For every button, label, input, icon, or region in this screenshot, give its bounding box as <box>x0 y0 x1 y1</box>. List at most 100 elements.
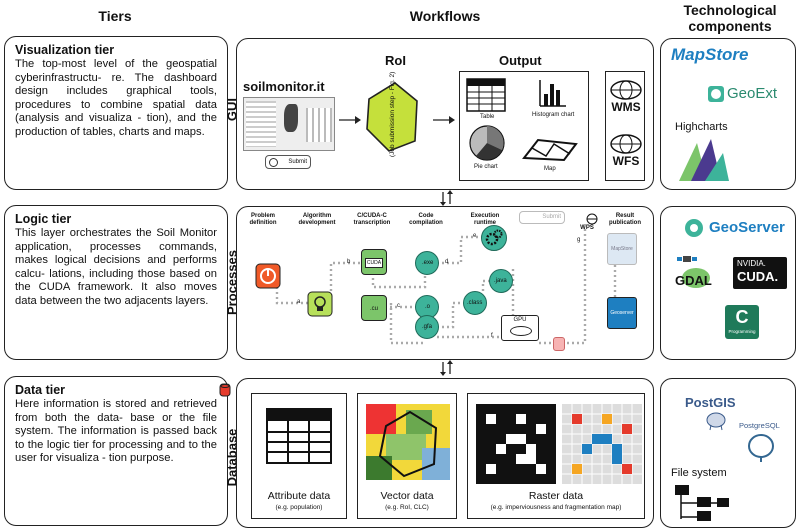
postgresql-elephant-icon <box>748 434 774 462</box>
geoserver-node: Geoserver <box>607 297 637 329</box>
gfa-label: .gfa <box>422 324 433 330</box>
database-workflow-box: Attribute data (e.g. population) Vector … <box>236 378 654 528</box>
postgis-logo: PostGIS <box>685 395 736 410</box>
marker-d: d <box>445 259 449 265</box>
raster-data-card: Raster data (e.g. imperviousness and fra… <box>467 393 645 519</box>
ogc-services-panel: WMS WFS <box>605 71 645 181</box>
gui-submit-label: Submit <box>288 159 307 165</box>
tech-header: Technological components <box>683 2 777 34</box>
data-tier-title: Data tier <box>15 383 66 397</box>
cu-file-label: .cu <box>370 306 379 312</box>
o-label: .o <box>425 304 431 310</box>
logic-tier-desc: This layer orchestrates the Soil Monitor… <box>15 227 217 307</box>
processes-submit-button[interactable]: Submit <box>519 211 565 224</box>
cu-file-node: .cu <box>361 295 387 321</box>
step-code-compilation: Code compilation <box>409 213 443 226</box>
table-icon <box>466 78 506 112</box>
vector-data-label: Vector data <box>380 490 434 502</box>
marker-f: f <box>491 333 493 339</box>
roi-polygon <box>366 82 418 152</box>
geoserver-logo: GeoServer <box>709 219 785 236</box>
raster-data-sub: (e.g. imperviousness and fragmentation m… <box>490 504 622 511</box>
attribute-data-label: Attribute data <box>267 490 331 502</box>
attribute-data-sub: (e.g. population) <box>275 504 323 511</box>
map-icon <box>522 138 578 162</box>
geoext-logo: GeoExt <box>727 85 778 102</box>
class-node: .class <box>463 291 487 315</box>
java-node: .java <box>489 269 513 293</box>
processes-database-arrows <box>440 360 453 376</box>
histogram-label: Histogram chart <box>532 112 575 118</box>
soilmonitor-site: soilmonitor.it <box>243 79 325 94</box>
gfa-node: .gfa <box>415 315 439 339</box>
table-label: Table <box>480 114 495 120</box>
workflows-header: Workflows <box>409 8 481 24</box>
logic-tier-box: Logic tier This layer orchestrates the S… <box>4 205 228 360</box>
vector-data-card: Vector data (e.g. RoI, CLC) <box>357 393 457 519</box>
cuda-transcription-node: CUDA <box>361 249 387 275</box>
raster-color-map <box>562 404 642 484</box>
map-label: Map <box>544 166 556 172</box>
visualization-tier-box: Visualization tier The top-most level of… <box>4 36 228 190</box>
logic-tier-title: Logic tier <box>15 212 72 226</box>
arrow-to-roi <box>339 116 361 124</box>
step-problem-definition: Problem definition <box>249 213 277 226</box>
algorithm-development-icon <box>307 291 333 317</box>
java-label: .java <box>494 278 507 284</box>
output-title: Output <box>499 53 542 68</box>
c-sub-label: Programming <box>728 329 756 334</box>
marker-c: c <box>397 303 400 309</box>
pie-chart-icon <box>469 125 505 161</box>
tech-logic-box: GeoServer GDAL NVIDIA. CUDA. C Programmi… <box>660 206 796 360</box>
histogram-icon <box>539 80 566 107</box>
gears-icon <box>485 229 503 246</box>
exe-label: .exe <box>422 260 434 266</box>
process-flow-lines <box>275 223 617 345</box>
db-cylinder-icon <box>553 337 565 351</box>
exe-node: .exe <box>415 251 439 275</box>
attribute-table-icon <box>266 408 332 464</box>
satellite-icon <box>677 256 697 262</box>
gpu-card: GPU <box>501 315 539 341</box>
pie-chart-label: Pie chart <box>474 164 498 170</box>
nvidia-label: NVIDIA. <box>737 259 766 268</box>
file-system-label: File system <box>671 467 727 479</box>
step-algorithm-development: Algorithm development <box>298 213 336 226</box>
processes-workflow-box: Problem definition Algorithm development… <box>236 206 654 360</box>
visualization-tier-title: Visualization tier <box>15 43 115 57</box>
mapstore-node: MapStore <box>607 233 637 265</box>
cuda-file-label: CUDA <box>365 258 383 268</box>
arrow-to-output <box>433 116 455 124</box>
marker-b: b <box>347 259 351 265</box>
tiers-header: Tiers <box>98 8 132 24</box>
geoext-logo-icon <box>708 86 724 102</box>
class-label: .class <box>467 300 483 306</box>
highcharts-logo <box>679 139 729 181</box>
step-result-publication: Result publication <box>609 213 641 226</box>
output-panel: Table Histogram chart Pie chart Map <box>459 71 589 181</box>
database-cylinder-icon <box>219 383 231 397</box>
data-tier-box: Data tier Here information is stored and… <box>4 376 228 526</box>
vector-map <box>366 404 450 480</box>
highcharts-label: Highcharts <box>675 121 728 133</box>
postgis-elephant-icon <box>706 412 726 431</box>
postgresql-label: PostgreSQL <box>739 421 780 430</box>
gpu-label: GPU <box>513 317 527 323</box>
file-tree-icon <box>675 485 729 521</box>
step-execution-runtime: Execution runtime <box>470 213 500 226</box>
tech-gui-box: MapStore GeoExt Highcharts <box>660 38 796 190</box>
gui-submit-button[interactable]: Submit <box>265 155 311 169</box>
vector-data-sub: (e.g. RoI, CLC) <box>385 504 429 511</box>
tech-data-box: PostGIS PostgreSQL File system <box>660 378 796 528</box>
user-icon <box>269 158 278 167</box>
problem-definition-icon <box>255 263 281 289</box>
raster-data-label: Raster data <box>528 490 584 502</box>
wfs-globe-icon <box>610 134 642 154</box>
data-tier-desc: Here information is stored and retrieved… <box>15 398 217 465</box>
step-wps: WPS <box>580 225 594 231</box>
mapstore-logo: MapStore <box>671 45 749 64</box>
attribute-data-card: Attribute data (e.g. population) <box>251 393 347 519</box>
dashboard-thumbnail <box>243 97 335 151</box>
marker-a: a <box>297 299 301 305</box>
gui-workflow-box: soilmonitor.it Submit RoI (Job submissio… <box>236 38 654 190</box>
